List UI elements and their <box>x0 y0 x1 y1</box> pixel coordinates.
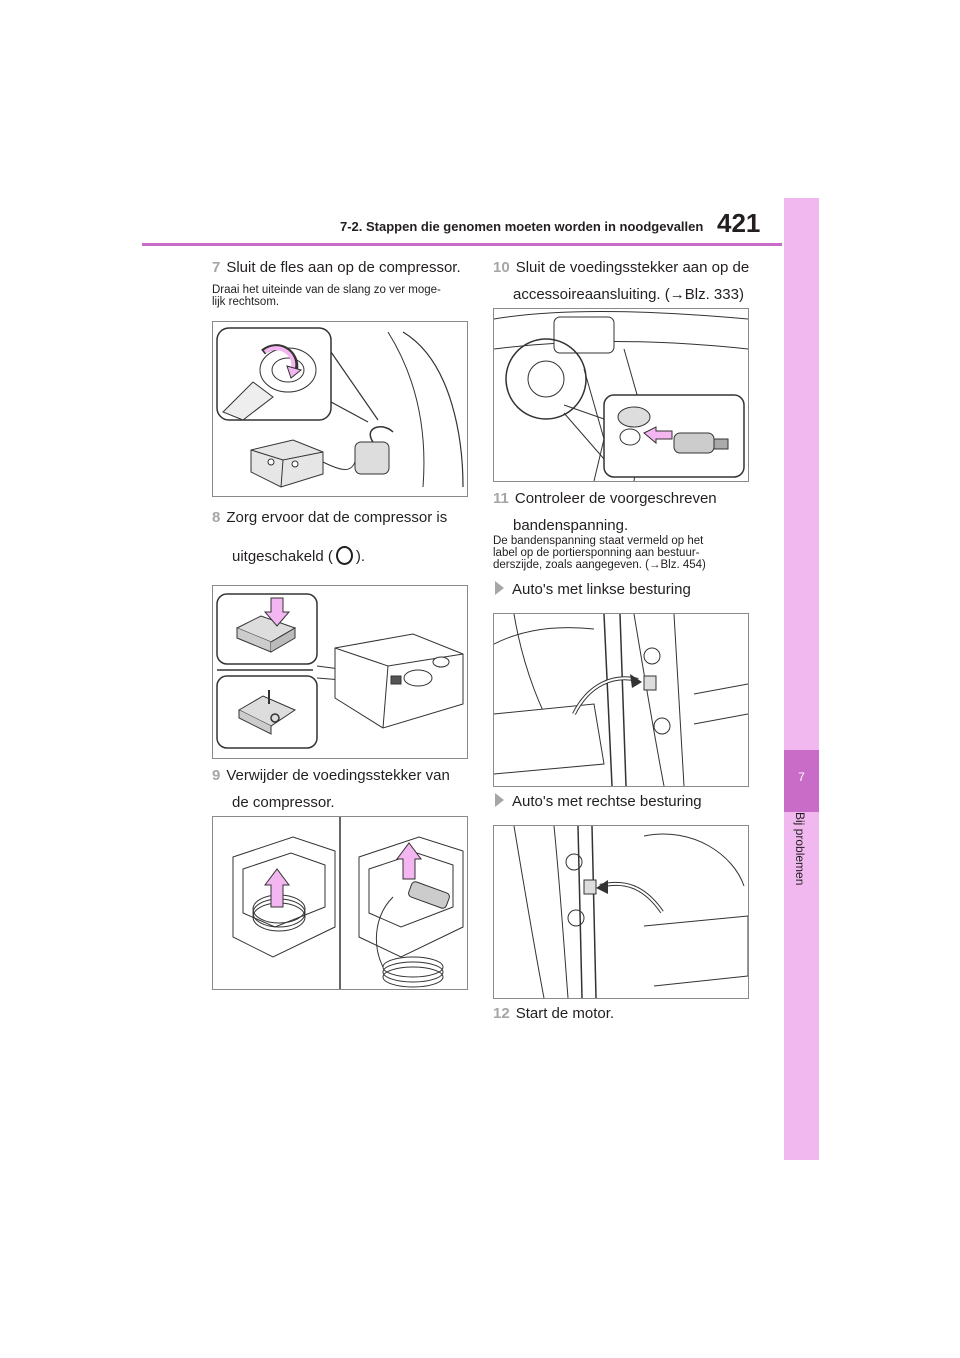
chapter-number: 7 <box>798 770 805 784</box>
step-9: 9 Verwijder de voedingsstekker van de com… <box>212 762 474 816</box>
remove-plug-illustration <box>232 817 464 989</box>
bullet-left-hand-drive: Auto's met linkse besturing <box>495 580 765 600</box>
step-10: 10 Sluit de voedingsstekker aan op de acc… <box>493 254 763 308</box>
step-text: ). <box>355 548 366 565</box>
figure-compressor-switch <box>212 585 468 759</box>
step-text: Zorg ervoor dat de compressor is <box>226 509 448 526</box>
step-text: Sluit de voedingsstekker aan op de <box>515 259 750 276</box>
note-line: lijk rechtsom. <box>212 296 280 308</box>
power-off-circle-icon <box>335 546 353 565</box>
step-number: 8 <box>212 509 221 526</box>
step-number: 11 <box>493 490 509 507</box>
step-number: 7 <box>212 259 221 276</box>
bullet-text: Auto's met rechtse besturing <box>512 793 702 810</box>
section-title: 7-2. Stappen die genomen moeten worden i… <box>340 219 704 234</box>
step-7-note: Draai het uiteinde van de slang zo ver m… <box>212 284 474 308</box>
note-line: Draai het uiteinde van de slang zo ver m… <box>212 284 441 296</box>
step-7: 7 Sluit de fles aan op de compressor. <box>212 254 472 281</box>
step-text: Verwijder de voedingsstekker van <box>226 767 450 784</box>
header-rule <box>142 243 782 246</box>
step-text: de compressor. <box>232 794 335 811</box>
hose-connect-illustration <box>216 327 464 488</box>
lhd-label-illustration <box>494 614 748 786</box>
figure-remove-plug <box>212 816 468 990</box>
bullet-right-hand-drive: Auto's met rechtse besturing <box>495 792 765 812</box>
figure-lhd-label <box>493 613 749 787</box>
bullet-text: Auto's met linkse besturing <box>512 581 691 598</box>
step-text: accessoireaansluiting. (→Blz. 333) <box>513 286 744 303</box>
page-number: 421 <box>717 208 761 238</box>
figure-rhd-label <box>493 825 749 999</box>
note-line: derszijde, zoals aangegeven. (→Blz. 454) <box>493 559 706 571</box>
step-11: 11 Controleer de voorgeschreven bandenspa… <box>493 485 763 539</box>
step-number: 12 <box>493 1005 510 1022</box>
triangle-bullet-icon <box>495 793 504 807</box>
step-text: Sluit de fles aan op de compressor. <box>226 259 461 276</box>
figure-hose-connect <box>212 321 468 497</box>
chapter-side-tab <box>784 198 819 1160</box>
step-text: uitgeschakeld ( <box>232 548 333 565</box>
note-line: De bandenspanning staat vermeld op het <box>493 535 704 547</box>
rhd-label-illustration <box>513 826 748 998</box>
step-text: bandenspanning. <box>513 517 629 534</box>
chapter-label: Bij problemen <box>793 812 807 886</box>
compressor-switch-illustration <box>216 593 464 749</box>
chapter-tab-active[interactable] <box>784 750 819 812</box>
accessory-socket-illustration <box>494 311 748 481</box>
figure-accessory-socket <box>493 308 749 482</box>
step-text: Controleer de voorgeschreven <box>514 490 717 507</box>
triangle-bullet-icon <box>495 581 504 595</box>
step-number: 10 <box>493 259 510 276</box>
step-number: 9 <box>212 767 221 784</box>
step-8: 8 Zorg ervoor dat de compressor is uitges… <box>212 504 474 570</box>
step-12: 12 Start de motor. <box>493 1000 763 1027</box>
note-line: label op de portiersponning aan bestuur- <box>493 547 700 559</box>
step-text: Start de motor. <box>515 1005 615 1022</box>
step-11-note: De bandenspanning staat vermeld op het l… <box>493 535 763 571</box>
